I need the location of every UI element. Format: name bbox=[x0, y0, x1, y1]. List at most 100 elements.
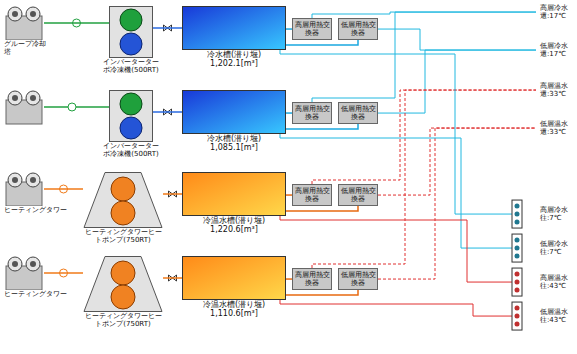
pipe-connector bbox=[163, 277, 182, 279]
tank-unit: 冷温水槽(潜り堰)1,110.6[m³] bbox=[182, 256, 286, 318]
return-pipe bbox=[378, 50, 536, 113]
exchanger-label: 低層用熱交換器 bbox=[340, 105, 376, 121]
unit-label: 冷水槽(潜り堰) bbox=[182, 50, 286, 59]
exchanger-label: 高層用熱交換器 bbox=[294, 187, 330, 203]
return-pipe bbox=[312, 12, 536, 102]
unit-label: ヒーティングタワー bbox=[4, 206, 74, 214]
header-valve bbox=[515, 288, 520, 293]
chiller-symbol bbox=[109, 6, 153, 58]
pipe-connector bbox=[163, 193, 182, 195]
tank-symbol bbox=[182, 6, 286, 50]
tower-unit: ヒーティングタワー bbox=[4, 256, 74, 298]
pipe-label: 低層冷水還:17℃ bbox=[540, 42, 571, 58]
tank-unit: 冷温水槽(潜り堰)1,220.6[m³] bbox=[182, 172, 286, 234]
heat-exchanger-box: 低層用熱交換器 bbox=[338, 184, 378, 206]
chiller-unit: インバーターターボ冷凍機(500RT) bbox=[100, 90, 162, 158]
unit-label: 冷水槽(潜り堰) bbox=[182, 134, 286, 143]
unit-label: グループ冷却塔 bbox=[4, 40, 48, 56]
header-valve bbox=[515, 238, 520, 243]
pipe-connector bbox=[44, 22, 109, 24]
pipe-connector bbox=[44, 272, 83, 274]
supply-pipe bbox=[280, 50, 512, 214]
tank-symbol bbox=[182, 90, 286, 134]
heat-exchanger-box: 高層用熱交換器 bbox=[292, 102, 332, 124]
pipe-connector bbox=[153, 111, 182, 113]
shape-outline bbox=[182, 90, 286, 134]
heat-exchanger-box: 高層用熱交換器 bbox=[292, 184, 332, 206]
exchanger-label: 低層用熱交換器 bbox=[340, 271, 376, 287]
shape-outline: 低層用熱交換器 bbox=[338, 268, 378, 290]
heat-exchanger-box: 高層用熱交換器 bbox=[292, 268, 332, 290]
tank-symbol bbox=[182, 172, 286, 216]
header-valve bbox=[515, 212, 520, 217]
tank-unit: 冷水槽(潜り堰)1,085.1[m³] bbox=[182, 90, 286, 152]
shape-outline bbox=[83, 256, 163, 312]
pipe-label: 低層温水還:33℃ bbox=[540, 120, 571, 136]
supply-pipe bbox=[280, 134, 512, 248]
heat-exchanger-box: 低層用熱交換器 bbox=[338, 268, 378, 290]
shape-outline bbox=[4, 256, 44, 290]
tank-unit: 冷水槽(潜り堰)1,202.1[m³] bbox=[182, 6, 286, 68]
unit-label: 冷温水槽(潜り堰) bbox=[182, 216, 286, 225]
heat-exchanger-box: 高層用熱交換器 bbox=[292, 18, 332, 40]
exchanger-label: 高層用熱交換器 bbox=[294, 105, 330, 121]
pipe-label: 低層冷水往:7℃ bbox=[540, 240, 571, 256]
hp-unit: ヒーティングタワーヒートポンプ(750RT) bbox=[82, 172, 164, 244]
pipe-connector bbox=[286, 124, 358, 129]
header-valve bbox=[515, 204, 520, 209]
shape-outline: 低層用熱交換器 bbox=[338, 184, 378, 206]
pipe-connector bbox=[286, 206, 358, 211]
tower-symbol bbox=[4, 172, 44, 206]
return-pipe bbox=[312, 90, 536, 268]
exchanger-label: 低層用熱交換器 bbox=[340, 21, 376, 37]
unit-label: ヒーティングタワーヒートポンプ(750RT) bbox=[82, 312, 164, 328]
unit-label: ヒーティングタワーヒートポンプ(750RT) bbox=[82, 228, 164, 244]
pipe-connector bbox=[286, 290, 358, 295]
exchanger-label: 高層用熱交換器 bbox=[294, 271, 330, 287]
shape-outline: 高層用熱交換器 bbox=[292, 184, 332, 206]
shape-outline: 高層用熱交換器 bbox=[292, 268, 332, 290]
chiller-unit: インバーターターボ冷凍機(500RT) bbox=[100, 6, 162, 74]
pipe-label: 高層冷水還:17℃ bbox=[540, 4, 571, 20]
return-pipe bbox=[378, 29, 536, 50]
header-valve bbox=[515, 220, 520, 225]
header-valve bbox=[515, 280, 520, 285]
pipe-connector bbox=[44, 188, 83, 190]
tower-unit: グループ冷却塔 bbox=[4, 6, 48, 56]
pump-symbol bbox=[68, 103, 76, 111]
chiller-symbol bbox=[109, 90, 153, 142]
unit-label: インバーターターボ冷凍機(500RT) bbox=[100, 58, 162, 74]
exchanger-label: 高層用熱交換器 bbox=[294, 21, 330, 37]
pipe-label: 高層温水往:43℃ bbox=[540, 274, 571, 290]
heat-exchanger-box: 低層用熱交換器 bbox=[338, 18, 378, 40]
tower-symbol bbox=[4, 6, 44, 40]
shape-outline bbox=[4, 6, 44, 40]
header-valve bbox=[515, 254, 520, 259]
shape-outline: 高層用熱交換器 bbox=[292, 102, 332, 124]
supply-header bbox=[512, 302, 522, 330]
unit-label: インバーターターボ冷凍機(500RT) bbox=[100, 142, 162, 158]
pipe-connector bbox=[153, 27, 182, 29]
heat-exchanger-box: 低層用熱交換器 bbox=[338, 102, 378, 124]
shape-outline bbox=[182, 172, 286, 216]
header-valve bbox=[515, 246, 520, 251]
pipe-label: 低層温水往:43℃ bbox=[540, 308, 571, 324]
pipe-label: 高層温水還:33℃ bbox=[540, 82, 571, 98]
supply-header bbox=[512, 268, 522, 296]
supply-header bbox=[512, 234, 522, 262]
shape-outline: 高層用熱交換器 bbox=[292, 18, 332, 40]
unit-label: 1,085.1[m³] bbox=[182, 143, 286, 152]
shape-outline: 低層用熱交換器 bbox=[338, 102, 378, 124]
unit-label: 1,110.6[m³] bbox=[182, 309, 286, 318]
shape-outline bbox=[182, 256, 286, 300]
cooling-tower bbox=[6, 91, 42, 124]
unit-label: 1,202.1[m³] bbox=[182, 59, 286, 68]
header-valve bbox=[515, 322, 520, 327]
tower-symbol bbox=[4, 256, 44, 290]
header-valve bbox=[515, 272, 520, 277]
hp-symbol bbox=[83, 256, 163, 312]
shape-outline bbox=[4, 172, 44, 206]
